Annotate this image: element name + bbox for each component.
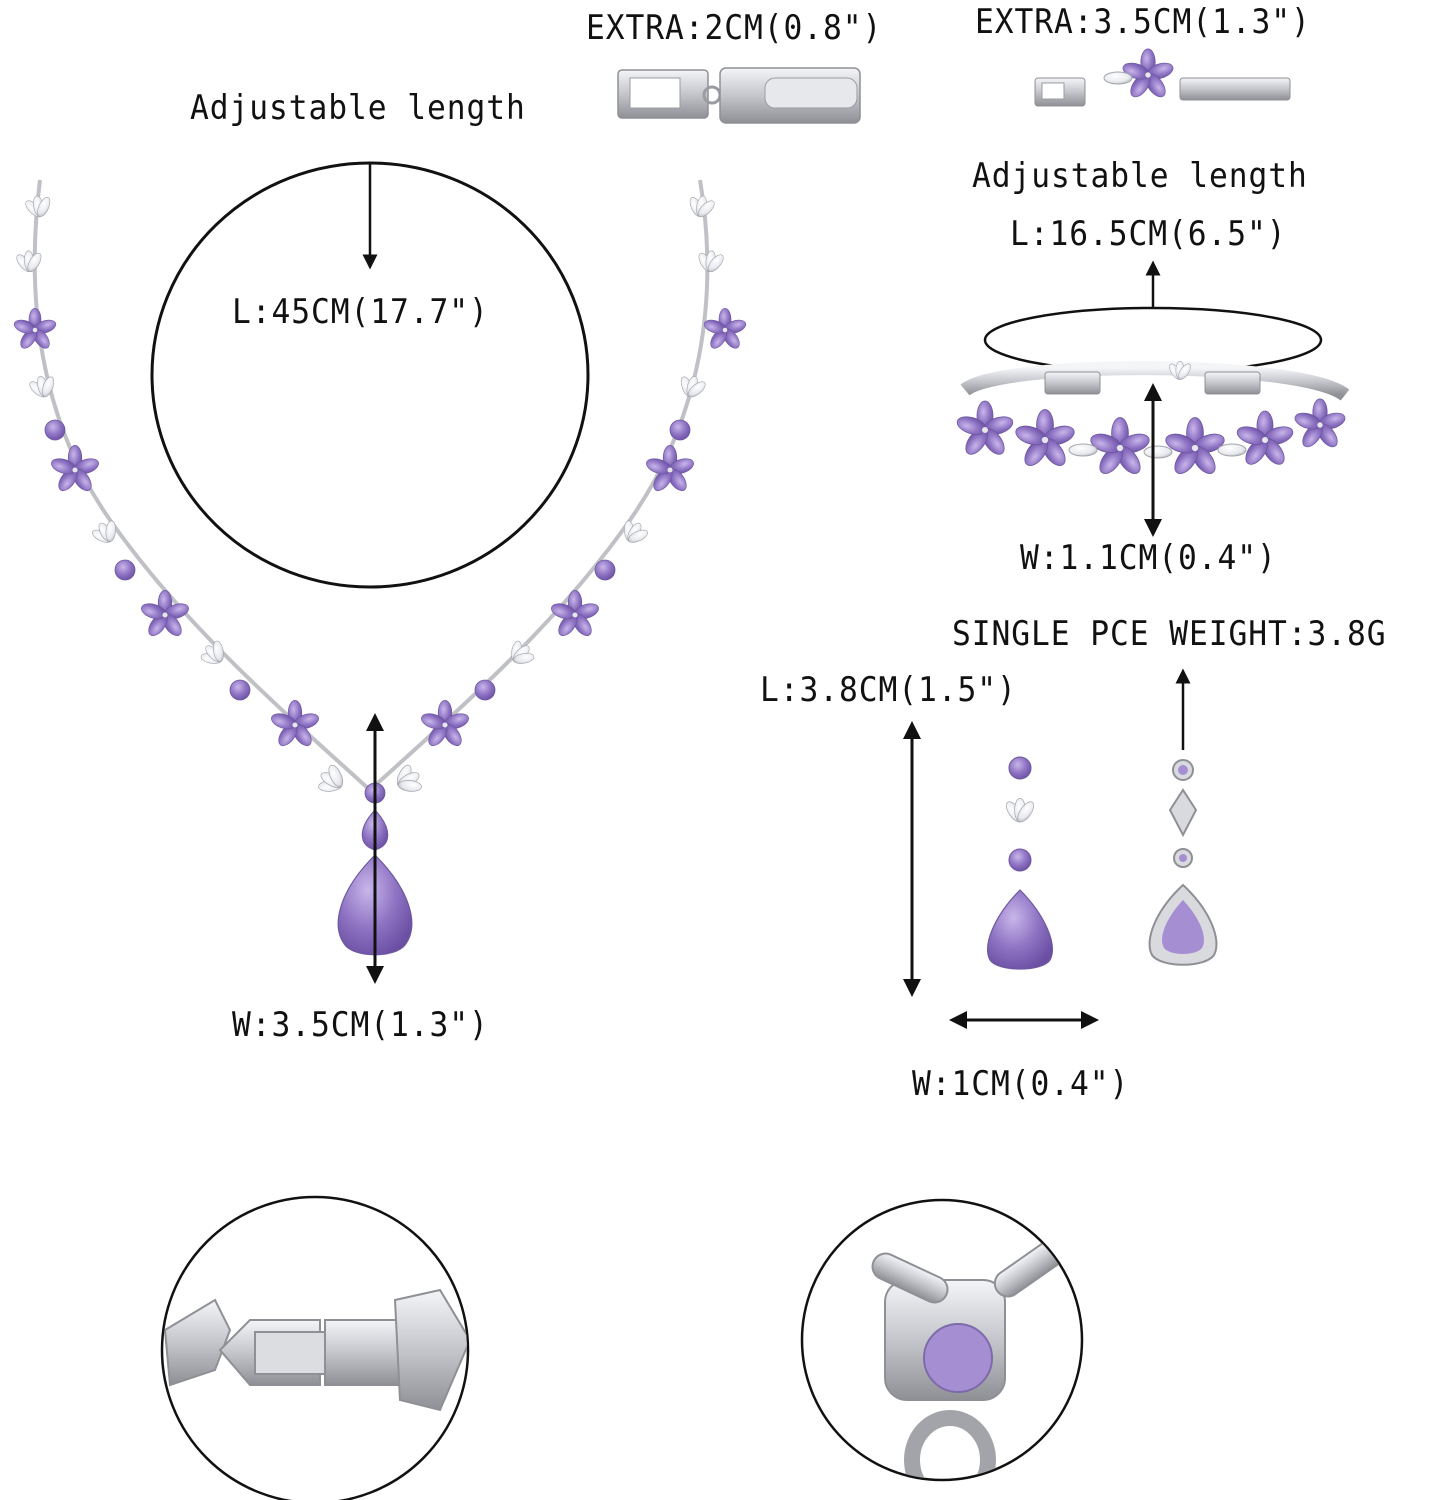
clasp-closeup-circle: [160, 1195, 470, 1500]
bracelet-extender-label: EXTRA:3.5CM(1.3"): [975, 2, 1311, 42]
necklace-pendant-width-label: W:3.5CM(1.3"): [232, 1005, 489, 1045]
bracelet-width-label: W:1.1CM(0.4"): [1020, 538, 1277, 578]
earring-weight-label: SINGLE PCE WEIGHT:3.8G: [952, 614, 1387, 654]
bracelet-adjustable-label: Adjustable length: [972, 156, 1308, 196]
necklace-length-circle: [150, 161, 590, 589]
earring-front-image: [987, 756, 1053, 970]
necklace-length-label: L:45CM(17.7"): [232, 292, 489, 332]
bracelet-extender-image: [1034, 49, 1291, 107]
earring-length-label: L:3.8CM(1.5"): [760, 670, 1017, 710]
bracelet-image: [955, 306, 1350, 478]
necklace-adjustable-label: Adjustable length: [190, 88, 526, 128]
bracelet-length-label: L:16.5CM(6.5"): [1010, 214, 1287, 254]
earring-width-label: W:1CM(0.4"): [912, 1064, 1130, 1104]
earring-back-image: [1148, 759, 1218, 966]
necklace-extender-label: EXTRA:2CM(0.8"): [586, 8, 883, 48]
earring-post-closeup-circle: [800, 1198, 1084, 1482]
necklace-extender-image: [617, 67, 861, 124]
